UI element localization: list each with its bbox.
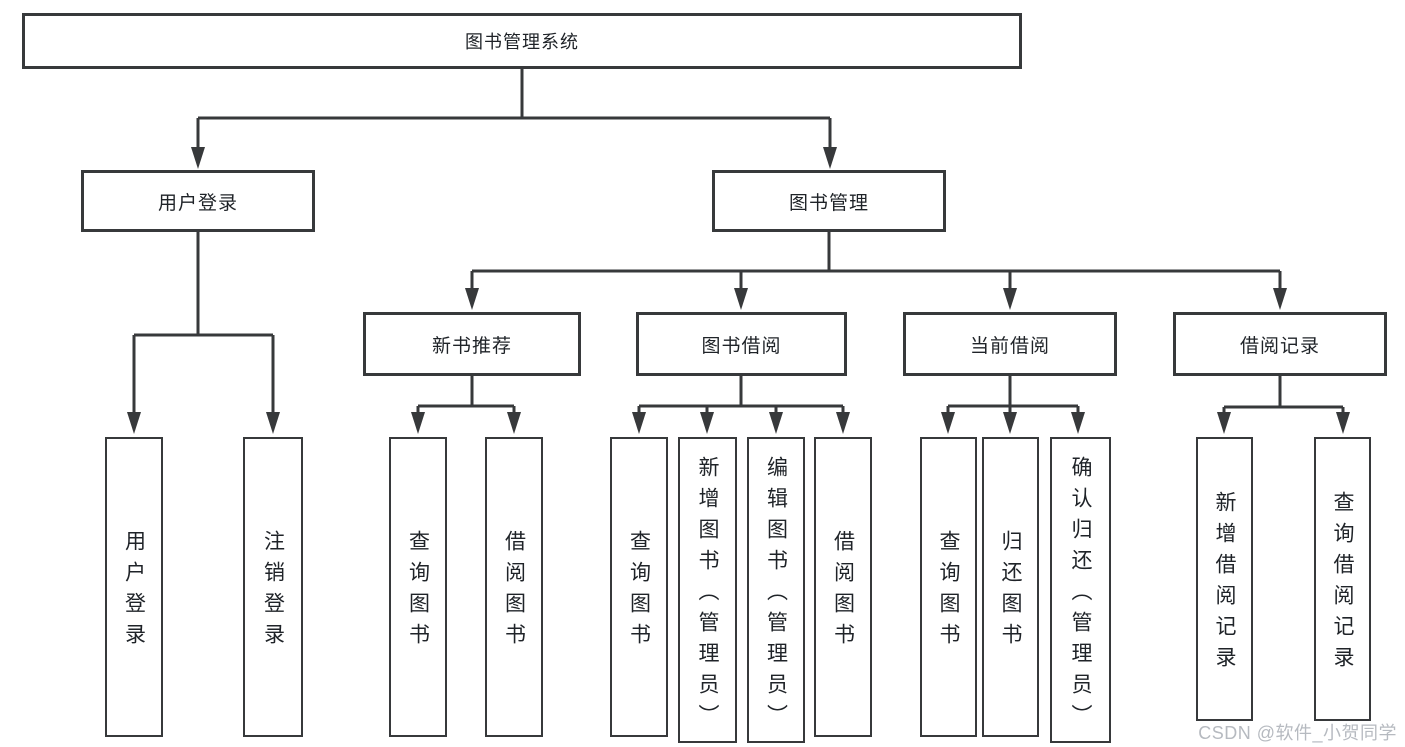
- arrowhead: [266, 412, 280, 434]
- leaf-label: 新增图书（管理员）: [696, 455, 719, 735]
- leaf-label: 借阅图书: [831, 530, 855, 654]
- node-label: 图书管理: [788, 192, 869, 214]
- arrowhead: [1071, 412, 1085, 434]
- leaf-query-book-recommend: 查询图书: [389, 437, 447, 737]
- node-new-book-recommend: 新书推荐: [363, 312, 581, 376]
- node-book-borrowing: 图书借阅: [636, 312, 847, 376]
- arrowhead: [700, 412, 714, 434]
- leaf-label: 查询图书: [627, 530, 651, 654]
- arrowhead: [1003, 288, 1017, 310]
- arrowhead: [632, 412, 646, 434]
- arrowhead: [507, 412, 521, 434]
- leaf-confirm-return-admin: 确认归还（管理员）: [1050, 437, 1111, 743]
- arrowhead: [769, 412, 783, 434]
- arrowhead: [734, 288, 748, 310]
- leaf-borrow-book-recommend: 借阅图书: [485, 437, 543, 737]
- leaf-label: 归还图书: [999, 530, 1022, 654]
- leaf-label: 查询图书: [937, 530, 960, 654]
- node-label: 用户登录: [157, 192, 238, 214]
- leaf-label: 注销登录: [261, 530, 285, 654]
- leaf-label: 新增借阅记录: [1213, 491, 1236, 677]
- leaf-label: 借阅图书: [502, 530, 526, 654]
- node-user-login: 用户登录: [81, 170, 315, 232]
- node-borrowing-records: 借阅记录: [1173, 312, 1387, 376]
- arrowhead: [1336, 412, 1350, 434]
- node-book-management: 图书管理: [712, 170, 946, 232]
- arrowhead: [127, 412, 141, 434]
- arrowhead: [411, 412, 425, 434]
- node-label: 当前借阅: [969, 335, 1050, 357]
- node-current-borrowing: 当前借阅: [903, 312, 1117, 376]
- node-label: 图书借阅: [701, 335, 782, 357]
- watermark-text: CSDN @软件_小贺同学: [1198, 723, 1397, 743]
- leaf-label: 查询借阅记录: [1331, 491, 1354, 677]
- arrowhead: [836, 412, 850, 434]
- connector-stems: [132, 69, 1345, 414]
- leaf-add-borrow-record: 新增借阅记录: [1196, 437, 1253, 721]
- arrowhead: [823, 147, 837, 169]
- node-label: 图书管理系统: [465, 32, 579, 52]
- leaf-borrow-book: 借阅图书: [814, 437, 872, 737]
- node-label: 借阅记录: [1239, 335, 1320, 357]
- leaf-label: 查询图书: [406, 530, 430, 654]
- arrowhead: [941, 412, 955, 434]
- leaf-edit-book-admin: 编辑图书（管理员）: [747, 437, 805, 743]
- leaf-return-book: 归还图书: [982, 437, 1039, 737]
- leaf-label: 用户登录: [122, 530, 146, 654]
- arrowhead: [1273, 288, 1287, 310]
- arrowhead: [1003, 412, 1017, 434]
- leaf-user-login: 用户登录: [105, 437, 163, 737]
- node-label: 新书推荐: [431, 335, 512, 357]
- node-library-management-system: 图书管理系统: [22, 13, 1022, 69]
- leaf-query-borrow-record: 查询借阅记录: [1314, 437, 1371, 721]
- leaf-label: 确认归还（管理员）: [1069, 455, 1092, 735]
- leaf-add-book-admin: 新增图书（管理员）: [678, 437, 737, 743]
- leaf-query-book-current: 查询图书: [920, 437, 977, 737]
- leaf-label: 编辑图书（管理员）: [764, 455, 788, 735]
- arrowheads: [127, 147, 1350, 434]
- arrowhead: [1217, 412, 1231, 434]
- leaf-query-book-borrowing: 查询图书: [610, 437, 668, 737]
- tree-lines: [132, 69, 1345, 414]
- arrowhead: [465, 288, 479, 310]
- leaf-logout: 注销登录: [243, 437, 303, 737]
- arrowhead: [191, 147, 205, 169]
